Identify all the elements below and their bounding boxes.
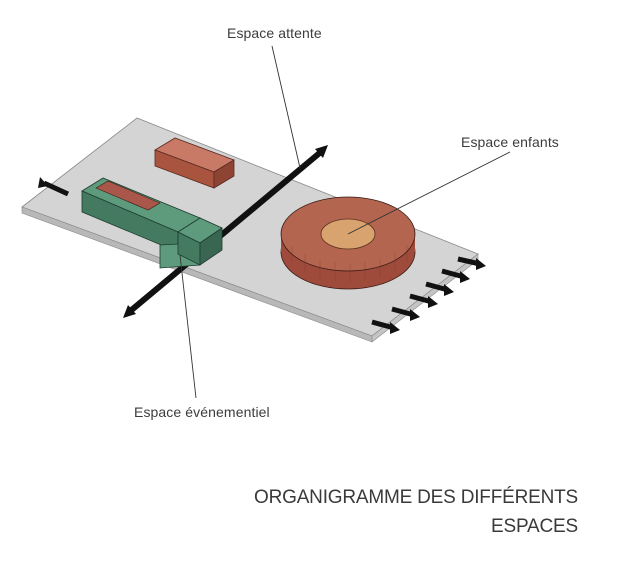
leader-enfants (347, 151, 511, 235)
diagram-title-line1: ORGANIGRAMME DES DIFFÉRENTS (254, 487, 578, 508)
entry-arrow-left (38, 177, 70, 197)
label-espace-evenementiel: Espace événementiel (134, 404, 270, 420)
leader-lines (179, 45, 511, 399)
label-espace-attente: Espace attente (227, 25, 322, 41)
axis-arrow-top (315, 145, 328, 158)
green-block (81, 177, 223, 269)
diagram-title-line2: ESPACES (491, 516, 578, 537)
main-axis (123, 145, 328, 318)
leader-evenementiel (179, 254, 197, 399)
red-block (154, 137, 235, 189)
children-ring (280, 196, 416, 290)
leader-attente (271, 45, 301, 169)
side-arrows-right (371, 256, 486, 334)
label-espace-enfants: Espace enfants (461, 134, 559, 150)
axis-arrow-bottom (123, 305, 136, 318)
